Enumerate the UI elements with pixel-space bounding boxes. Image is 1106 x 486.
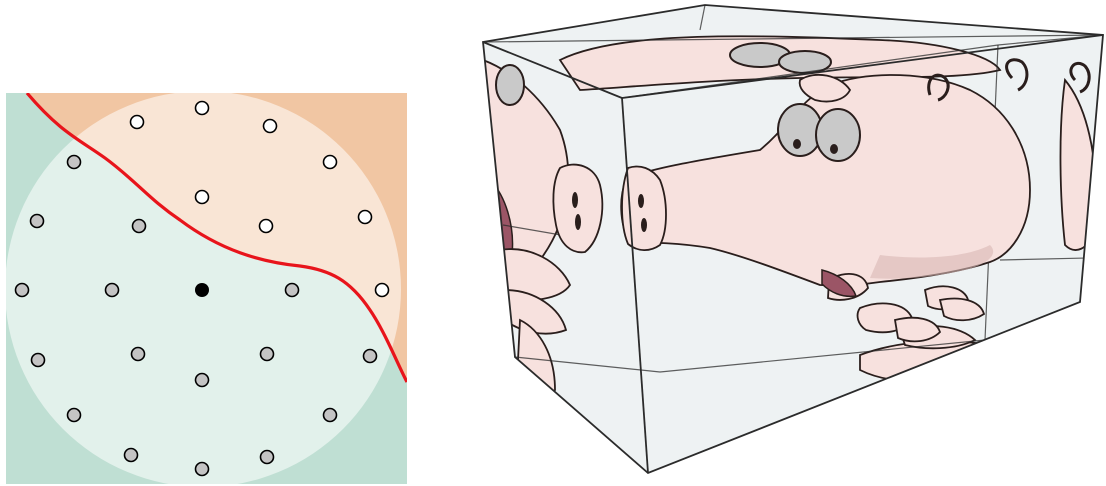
pig-box-render xyxy=(470,0,1106,486)
sample-point xyxy=(133,220,146,233)
sample-point xyxy=(261,348,274,361)
sample-point xyxy=(324,409,337,422)
sample-point xyxy=(264,120,277,133)
sample-point xyxy=(261,451,274,464)
sample-point xyxy=(68,409,81,422)
sample-point xyxy=(106,284,119,297)
sample-point xyxy=(364,350,377,363)
sample-point xyxy=(260,220,273,233)
sample-point xyxy=(196,463,209,476)
sampling-diagram-panel xyxy=(0,0,420,486)
sample-point xyxy=(324,156,337,169)
sample-point xyxy=(31,215,44,228)
sample-point xyxy=(359,211,372,224)
sample-point xyxy=(131,116,144,129)
sample-point xyxy=(68,156,81,169)
sample-point xyxy=(125,449,138,462)
sample-point xyxy=(132,348,145,361)
pig-snout-reflection-front xyxy=(553,165,602,253)
sampling-diagram xyxy=(0,0,420,486)
sample-point xyxy=(196,374,209,387)
sample-point xyxy=(286,284,299,297)
sample-point xyxy=(16,284,29,297)
sample-point xyxy=(196,102,209,115)
pig-box-render-panel xyxy=(470,0,1106,486)
sample-point xyxy=(376,284,389,297)
center-point xyxy=(195,283,209,297)
sample-point xyxy=(196,191,209,204)
sample-point xyxy=(32,354,45,367)
